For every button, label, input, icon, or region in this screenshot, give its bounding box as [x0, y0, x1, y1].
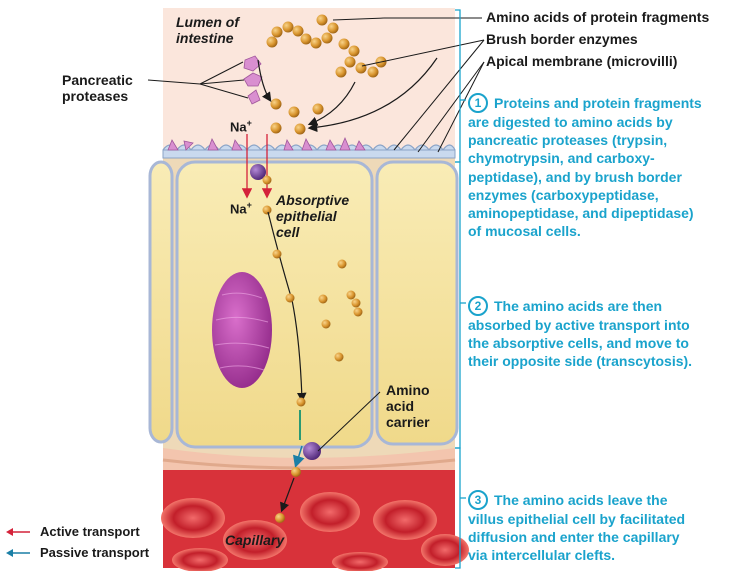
red-blood-cell [373, 500, 437, 540]
amino-acid [275, 513, 285, 523]
amino-acids-fragments-label: Amino acids of protein fragments [486, 9, 710, 25]
step-number: 2 [468, 296, 488, 316]
red-blood-cell [332, 552, 388, 571]
cell-left-partial [148, 160, 174, 444]
brush-border-enzymes-label: Brush border enzymes [486, 31, 638, 47]
red-blood-cell [161, 498, 225, 538]
red-blood-cell [300, 492, 360, 532]
na-label-bottom: Na+ [230, 200, 252, 217]
red-arrow-icon [6, 527, 30, 536]
step-number: 3 [468, 490, 488, 510]
capillary-label: Capillary [225, 532, 285, 548]
amino-acid [262, 175, 272, 185]
step-number: 1 [468, 93, 488, 113]
legend-passive-transport: Passive transport [6, 545, 149, 560]
nucleus [212, 272, 272, 388]
apical-membrane-label: Apical membrane (microvilli) [486, 53, 678, 69]
apical-na-carrier [250, 164, 266, 180]
blue-arrow-icon [6, 548, 30, 557]
free-amino-acids-lumen [270, 98, 324, 135]
red-blood-cell [421, 534, 469, 566]
red-blood-cell [172, 548, 228, 571]
pancreatic-protease-shapes [243, 55, 263, 105]
basolateral-amino-acid-carrier [303, 442, 321, 460]
cell-right [375, 160, 459, 446]
red-blood-cell [223, 520, 287, 560]
brush-border-enzymes [167, 136, 366, 151]
amino-acid [262, 205, 272, 215]
legend-active-transport: Active transport [6, 524, 140, 539]
na-label-top: Na+ [230, 118, 252, 135]
amino-acids-in-cell [272, 249, 363, 407]
amino-acid [291, 467, 301, 477]
